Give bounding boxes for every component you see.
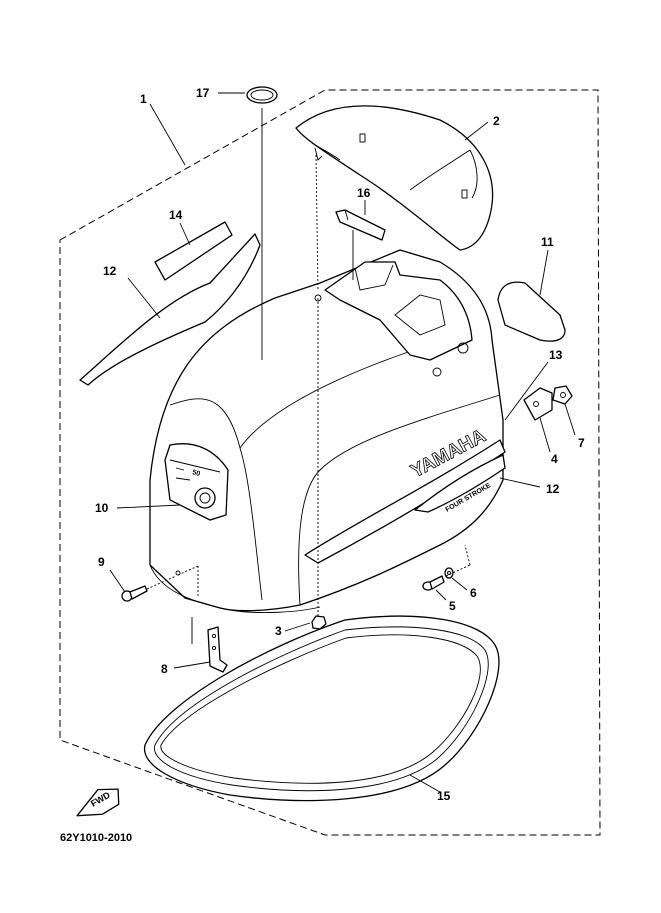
part-1-top-cowling [149,249,504,613]
part-9-screw [121,585,148,602]
leader-lines [109,92,576,793]
callout-4: 4 [551,452,558,466]
part-5-bolt [422,575,445,591]
part-7-nut [552,385,573,405]
assembly-boundary [59,89,601,836]
callout-11: 11 [541,235,554,249]
part-11-decal [497,281,566,342]
callout-8: 8 [161,662,168,676]
model-number-label: 50 [191,469,200,478]
callout-3: 3 [275,624,282,638]
callout-2: 2 [493,114,500,128]
part-2-top-cover [295,105,494,251]
callout-9: 9 [98,555,105,569]
part-10-emblem: 50 [164,443,229,521]
diagram-code: 62Y1010-2010 [60,832,132,844]
callout-6: 6 [470,586,477,600]
callout-15: 15 [437,789,451,803]
callout-7: 7 [578,436,585,450]
ref-line-56 [445,564,471,577]
ref-line-56b [464,544,471,566]
part-15-seal [143,615,500,802]
callout-16: 16 [357,186,371,200]
part-6-washer [444,567,454,579]
callout-14: 14 [169,208,183,222]
ref-line-9 [146,575,177,590]
callout-5: 5 [449,599,456,613]
part-17-gasket [246,86,278,104]
part-16-seal [335,209,386,241]
callout-1: 1 [140,92,147,106]
callout-numbers: 1 2 3 4 5 6 7 8 9 10 11 12 12 13 14 15 1… [95,86,585,803]
callout-10: 10 [95,501,109,515]
part-4-latch [523,387,553,421]
part-8-bracket [207,626,228,673]
callout-12-upper: 12 [103,264,117,278]
fwd-arrow-icon: FWD [76,788,120,817]
callout-13: 13 [549,348,563,362]
part-14-decal [154,221,233,281]
callout-12-lower: 12 [546,482,560,496]
ref-line-2 [315,154,319,291]
part-12-decal-left [79,233,261,386]
callout-17: 17 [196,86,210,100]
part-3-nut [311,615,327,630]
